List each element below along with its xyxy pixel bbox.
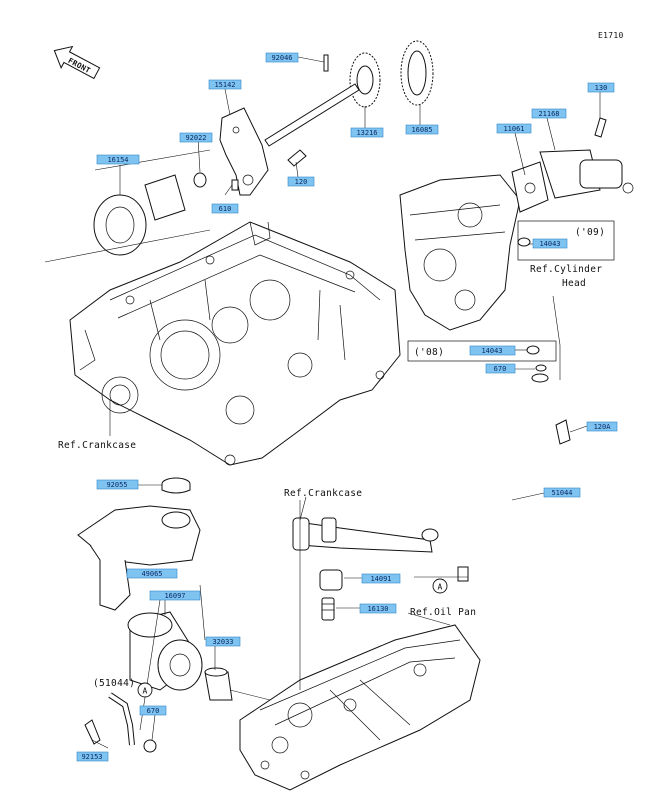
label-ref-oil-pan: Ref.Oil Pan: [410, 607, 476, 618]
figure-code: E1710: [598, 31, 624, 40]
box-09: [517, 220, 615, 261]
box-08: [407, 340, 557, 362]
oring-part-upper: [535, 364, 547, 372]
tag-120a-label: 120A: [594, 423, 612, 431]
tag-11061[interactable]: 11061: [496, 123, 532, 134]
oil-pump-shaft: [264, 83, 360, 147]
tag-32033[interactable]: 32033: [205, 636, 241, 647]
relief-valve-part: [321, 597, 335, 621]
tag-670-lower[interactable]: 670: [139, 705, 167, 716]
oil-pipe-part: [457, 373, 549, 582]
bolt-92153-part: [84, 719, 101, 745]
tag-14043-lower[interactable]: 14043: [469, 345, 516, 356]
label-year-08: ('08): [414, 347, 444, 358]
tag-11061-label: 11061: [503, 125, 524, 133]
tag-16130-label: 16130: [367, 605, 388, 613]
tag-130[interactable]: 130: [587, 82, 615, 93]
tag-51044-label: 51044: [551, 489, 572, 497]
oil-pump-drive-gear: [349, 52, 381, 108]
label-ref-crankcase-center: Ref.Crankcase: [284, 488, 362, 499]
tag-14043-lower-label: 14043: [481, 347, 502, 355]
tag-92055[interactable]: 92055: [96, 479, 139, 490]
rotor-set-part: [93, 174, 186, 256]
oil-pipe-lower-part: [108, 692, 135, 746]
tag-670-lower-label: 670: [147, 707, 160, 715]
tag-14091[interactable]: 14091: [361, 573, 401, 584]
tag-13216[interactable]: 13216: [350, 127, 384, 138]
oil-passage-part: [292, 517, 439, 553]
pump-cover-part: [219, 107, 269, 196]
tag-14043-upper-label: 14043: [539, 240, 560, 248]
tag-15142[interactable]: 15142: [208, 79, 242, 90]
crankcase-casting: [69, 221, 401, 466]
tag-49065-label: 49065: [141, 570, 162, 578]
sprocket-part: [400, 40, 434, 106]
plug-part-upper: [517, 237, 531, 247]
cylinder-head-casting: [399, 174, 521, 331]
tag-670-upper-label: 670: [494, 365, 507, 373]
bolt-130-part: [594, 117, 607, 138]
dowel-part: [231, 179, 239, 191]
marker-a-right: A: [432, 578, 448, 594]
tag-15142-label: 15142: [214, 81, 235, 89]
solenoid-valve-part: [539, 149, 634, 199]
tag-120a[interactable]: 120A: [586, 421, 618, 432]
bolt-120a-part: [555, 419, 571, 445]
marker-a-left: A: [137, 682, 153, 698]
label-year-09: ('09): [575, 227, 605, 238]
tag-16154-label: 16154: [107, 156, 128, 164]
oil-strainer-part: [77, 505, 201, 611]
tag-16085-label: 16085: [411, 126, 432, 134]
tag-14091-label: 14091: [370, 575, 391, 583]
label-ref-cylinder-head-line1: Ref.Cylinder: [530, 264, 602, 275]
label-paren-51044: (51044): [93, 678, 135, 689]
label-ref-cylinder-head-line2: Head: [562, 278, 586, 289]
pin-part: [323, 54, 329, 72]
tag-120-label: 120: [295, 178, 308, 186]
tag-16085[interactable]: 16085: [405, 124, 439, 135]
tag-92055-label: 92055: [106, 481, 127, 489]
oil-filter-part: [127, 611, 203, 691]
tag-21168-label: 21168: [538, 110, 559, 118]
marker-a-left-label: A: [142, 687, 147, 696]
tag-13216-label: 13216: [356, 129, 377, 137]
bolt-120-part: [287, 149, 307, 167]
filter-screen-part: [161, 477, 191, 494]
tag-32033-label: 32033: [212, 638, 233, 646]
tag-51044[interactable]: 51044: [543, 487, 581, 498]
tag-92046[interactable]: 92046: [265, 52, 299, 63]
tag-16097[interactable]: 16097: [149, 590, 201, 601]
washer-part: [193, 172, 207, 188]
front-arrow-icon: FRONT: [53, 45, 101, 80]
tag-92022[interactable]: 92022: [179, 132, 213, 143]
tag-130-label: 130: [595, 84, 608, 92]
marker-a-right-label: A: [437, 583, 442, 592]
tag-120[interactable]: 120: [287, 176, 315, 187]
tag-14043-upper[interactable]: 14043: [532, 238, 568, 249]
pipe-14091-part: [319, 569, 343, 591]
label-ref-crankcase-left: Ref.Crankcase: [58, 440, 136, 451]
tag-92046-label: 92046: [271, 54, 292, 62]
oil-pan-casting: [239, 624, 481, 791]
tag-49065[interactable]: 49065: [126, 568, 178, 579]
gasket-part: [511, 161, 549, 213]
tag-92022-label: 92022: [185, 134, 206, 142]
tag-670-upper[interactable]: 670: [485, 363, 516, 374]
tag-16154[interactable]: 16154: [96, 154, 140, 165]
tag-92153-label: 92153: [81, 753, 102, 761]
tag-16097-label: 16097: [164, 592, 185, 600]
fitting-32033-part: [204, 667, 233, 701]
tag-21168[interactable]: 21168: [531, 108, 567, 119]
tag-92153[interactable]: 92153: [76, 751, 109, 762]
tag-610[interactable]: 610: [211, 203, 239, 214]
oring-part-lower: [143, 739, 157, 753]
tag-16130[interactable]: 16130: [359, 603, 397, 614]
tag-610-label: 610: [219, 205, 232, 213]
